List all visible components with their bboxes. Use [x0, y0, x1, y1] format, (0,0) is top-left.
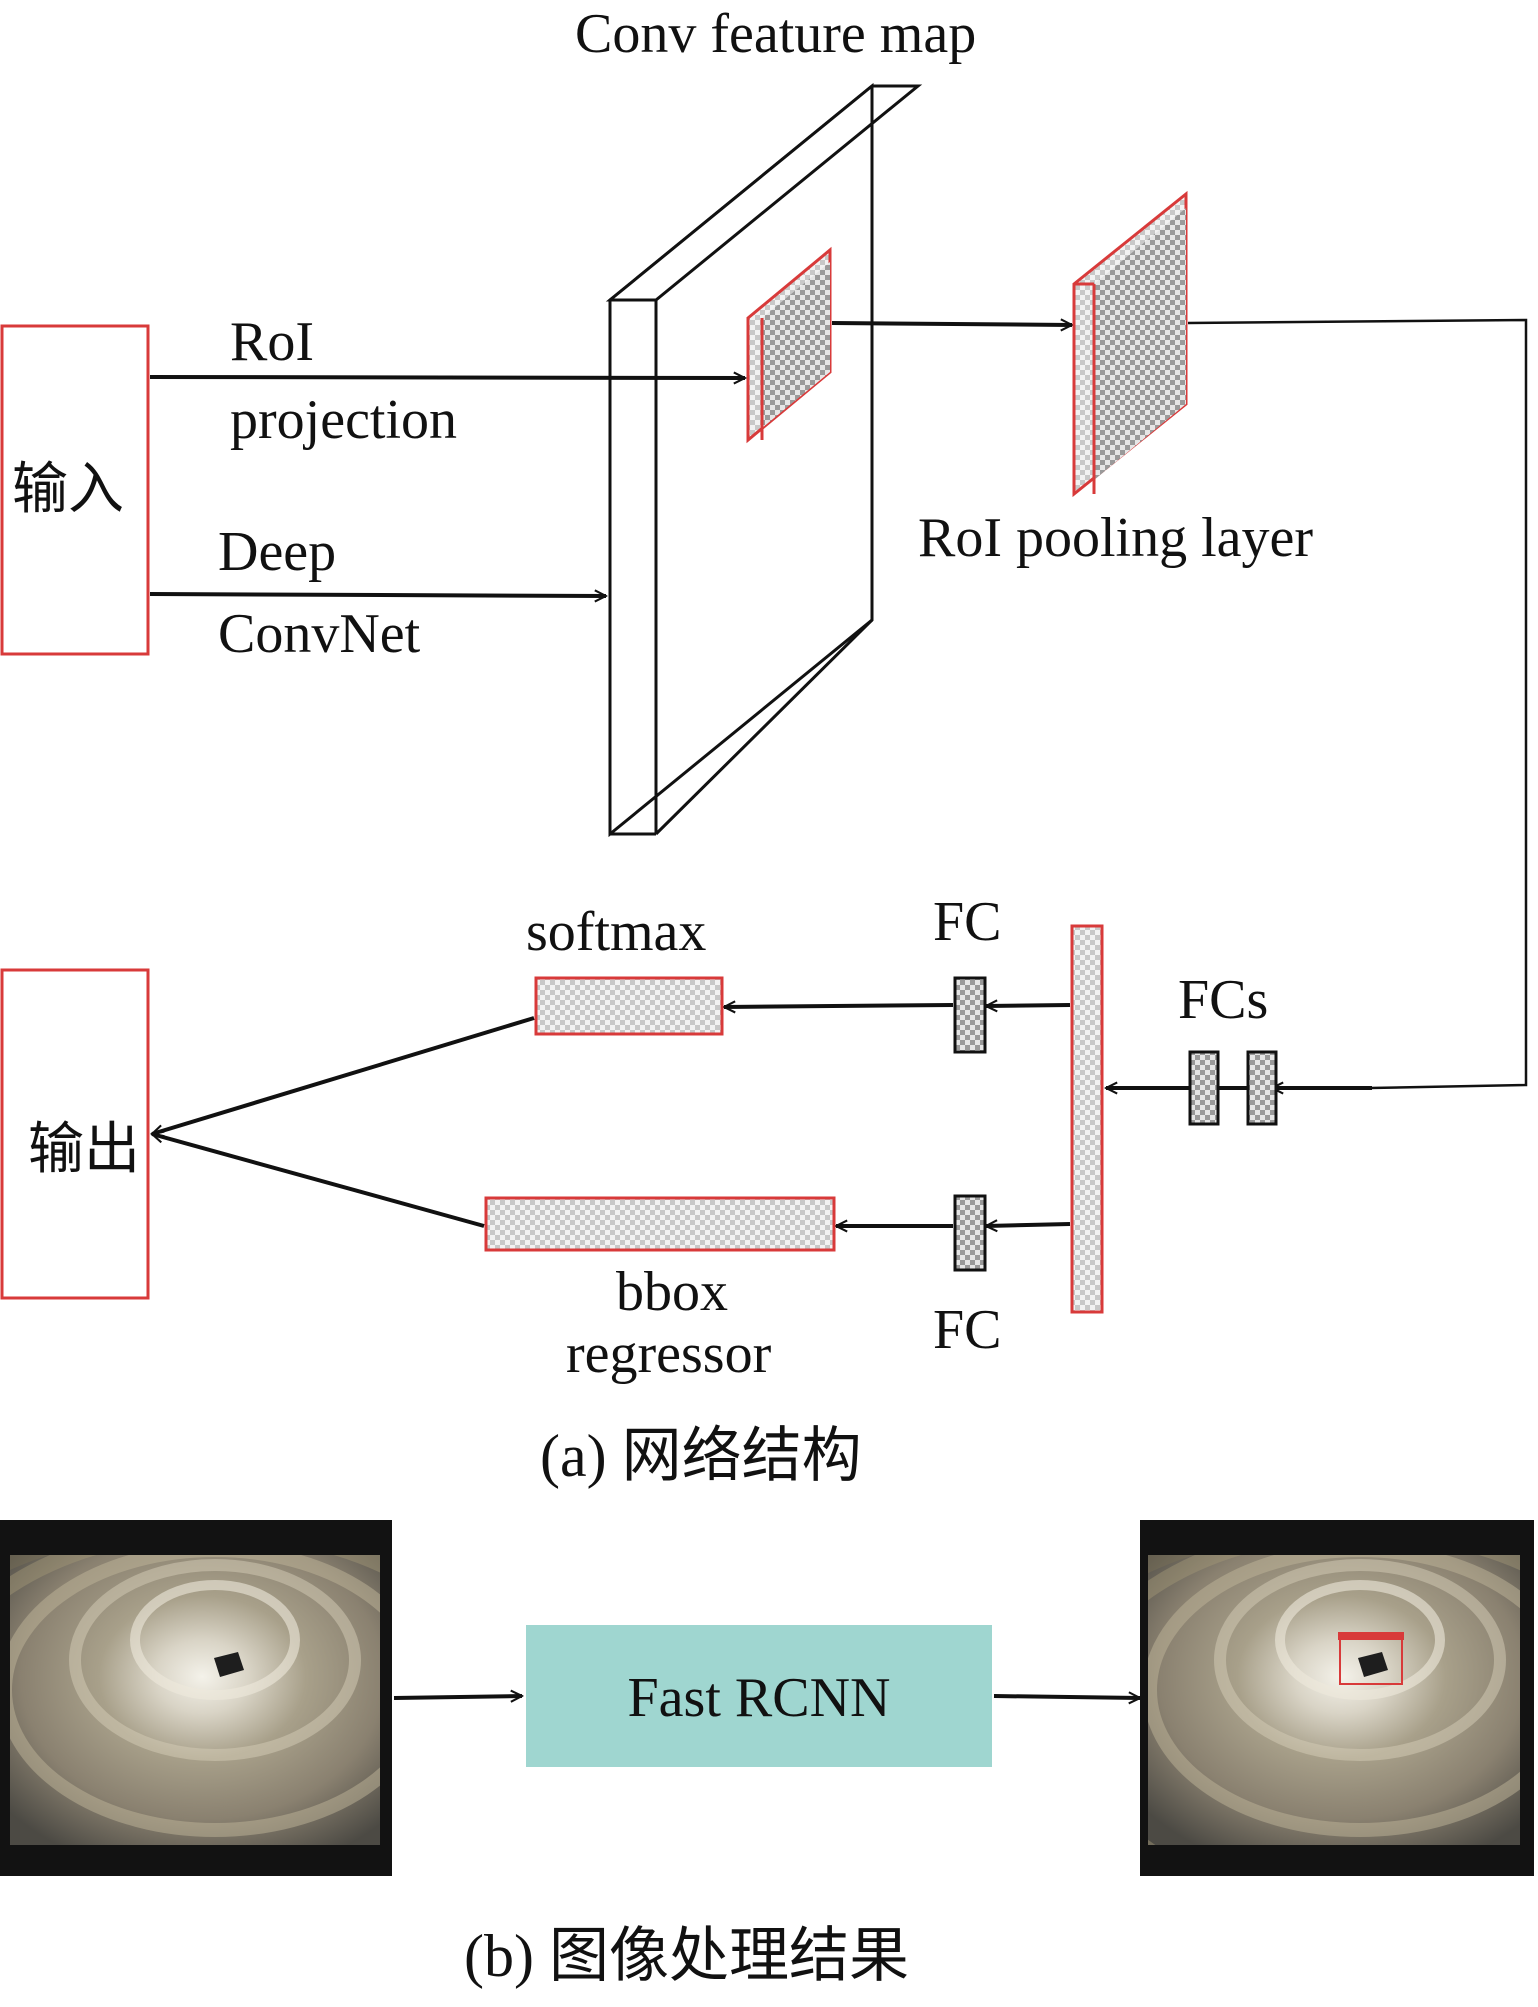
roi-feature-vector [1070, 924, 1104, 1314]
conv-feature-map [605, 82, 923, 838]
fcs-block-2 [1246, 1050, 1278, 1126]
roi-projection-label-2: projection [230, 389, 457, 451]
softmax-label: softmax [526, 901, 706, 963]
bbox-regressor-label-2: regressor [566, 1323, 772, 1385]
roi-projection-arrow [149, 377, 745, 378]
fast-rcnn-box [526, 1625, 992, 1767]
fc-top-block [953, 976, 987, 1054]
roi-projection-label-1: RoI [230, 311, 314, 373]
result-image [1140, 1520, 1534, 1876]
output-label: 输出 [28, 1119, 140, 1181]
fcs-label: FCs [1178, 969, 1268, 1031]
vector-to-fc-bottom-arrow [986, 1224, 1071, 1226]
bbox-regressor-label-1: bbox [616, 1261, 728, 1323]
fc-bottom-label: FC [933, 1299, 1002, 1361]
bbox-regressor-block [484, 1196, 836, 1252]
fc-top-label: FC [933, 891, 1002, 953]
fc-bottom-block [953, 1194, 987, 1272]
caption-b: (b) 图像处理结果 [464, 1923, 909, 1989]
input-label: 输入 [12, 459, 124, 521]
fast-rcnn-label: Fast RCNN [628, 1667, 891, 1729]
fc-top-to-softmax-arrow [724, 1005, 954, 1007]
pooling-to-fcs-connector [1187, 318, 1528, 1090]
bbox-to-output-arrow [152, 1134, 485, 1228]
roi-region [746, 246, 832, 444]
deep-convnet-arrow [149, 594, 606, 596]
input-image [0, 1520, 392, 1876]
deep-convnet-label-2: ConvNet [218, 603, 421, 665]
softmax-block [534, 976, 724, 1036]
output-box [0, 968, 150, 1300]
softmax-to-output-arrow [152, 1016, 535, 1134]
deep-convnet-label-1: Deep [218, 521, 336, 583]
fcs-block-1 [1188, 1050, 1220, 1126]
roi-pooling-layer-label: RoI pooling layer [918, 507, 1313, 569]
input-box [0, 324, 150, 656]
caption-a: (a) 网络结构 [540, 1423, 862, 1489]
image-to-process-arrow [393, 1696, 522, 1698]
vector-to-fc-top-arrow [986, 1005, 1071, 1006]
roi-pooling-layer [1072, 190, 1188, 498]
process-to-result-arrow [993, 1696, 1140, 1698]
conv-feature-map-label: Conv feature map [575, 3, 976, 65]
roi-to-pooling-arrow [831, 323, 1072, 325]
